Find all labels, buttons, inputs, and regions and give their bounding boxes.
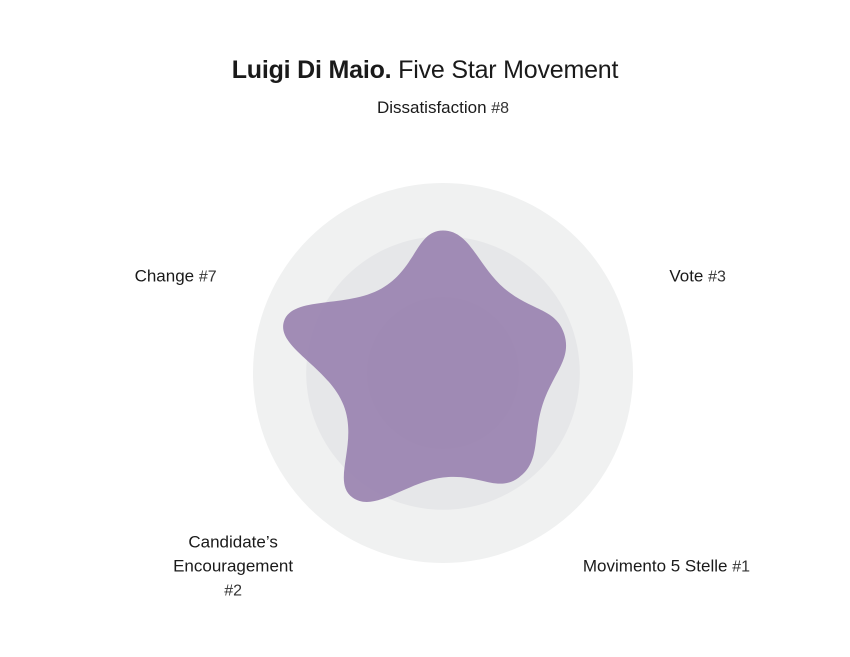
axis-label-2: Vote #3 [669, 266, 726, 285]
chart-title: Luigi Di Maio. Five Star Movement [0, 56, 850, 85]
axis-label-rank: #2 [224, 583, 242, 600]
axis-label-5: Change #7 [135, 266, 217, 285]
axis-label-text: Dissatisfaction [377, 98, 491, 117]
axis-label-rank: #1 [732, 559, 750, 576]
axis-label-text: Movimento 5 Stelle [583, 557, 732, 576]
axis-label-text-line: Candidate’s [188, 533, 277, 552]
axis-label-3: Movimento 5 Stelle #1 [583, 557, 750, 576]
title-name: Luigi Di Maio. [231, 56, 392, 84]
axis-label-text: Vote [669, 266, 708, 285]
axis-label-1: Dissatisfaction #8 [377, 98, 509, 117]
axis-label-rank: #7 [199, 268, 217, 285]
radar-shape [283, 230, 567, 502]
title-party: Five Star Movement [398, 56, 619, 84]
axis-label-rank: #3 [708, 268, 726, 285]
axis-label-rank: #8 [491, 100, 509, 117]
axis-label-text-line: Encouragement [173, 557, 293, 576]
axis-label-text: Change [135, 266, 199, 285]
